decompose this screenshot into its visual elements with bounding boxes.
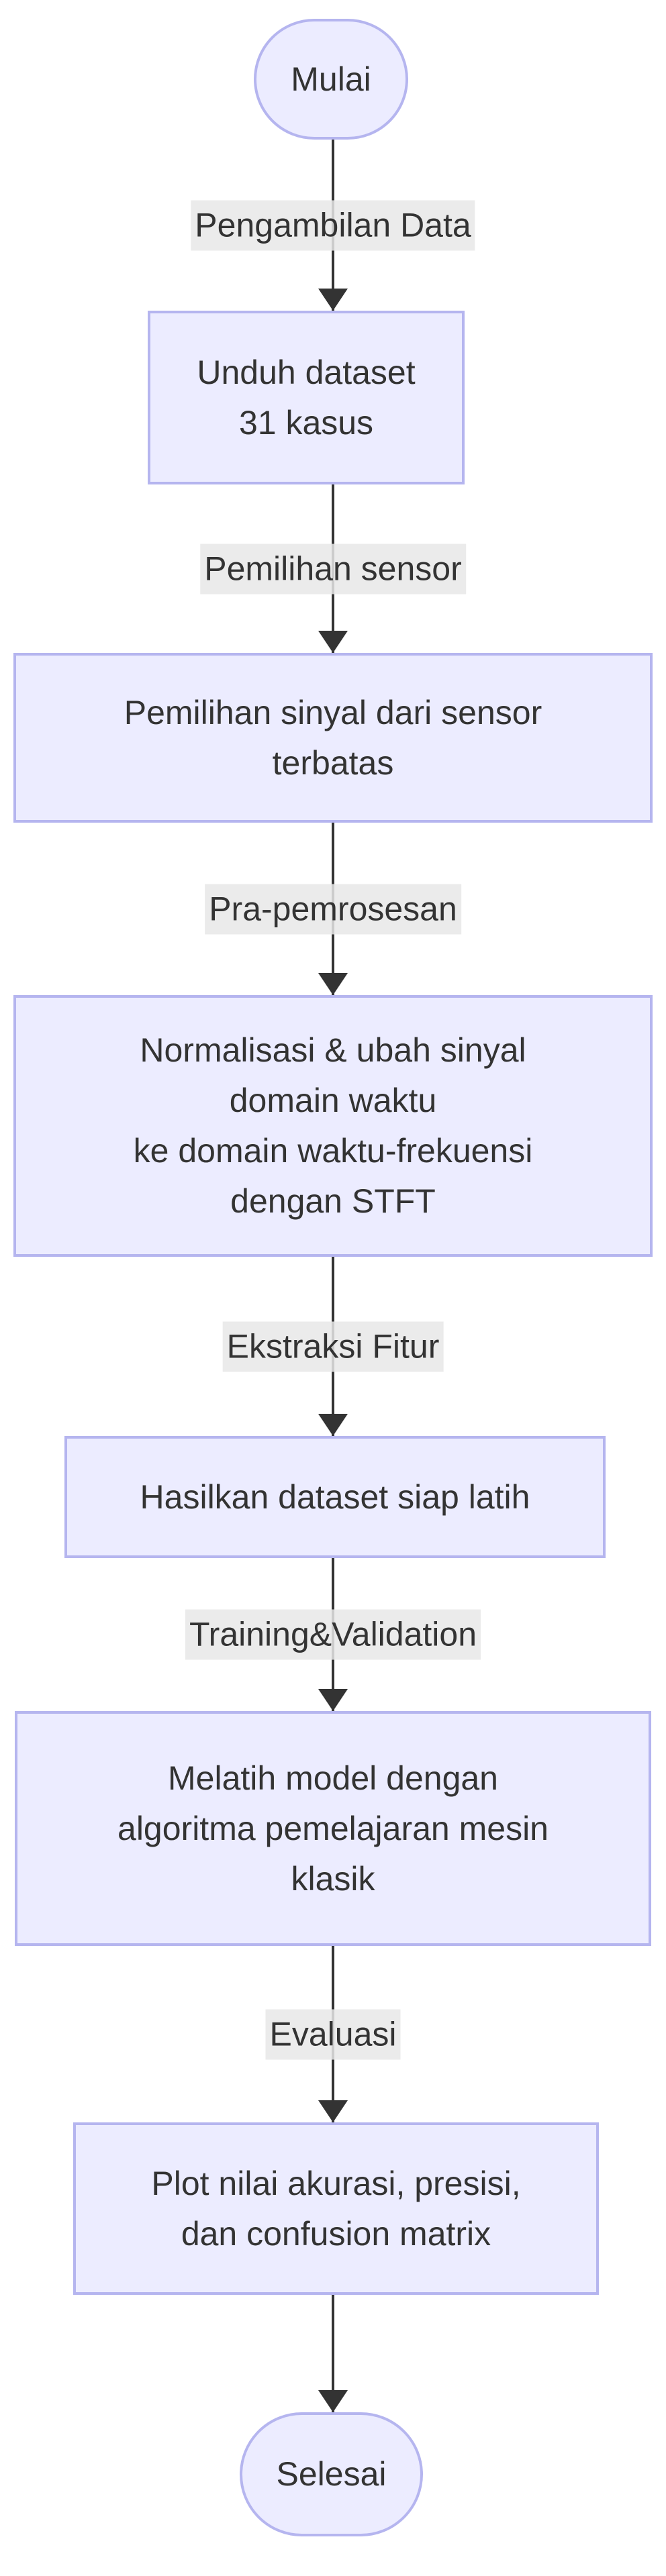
- edge-5-arrowhead-icon: [318, 1689, 348, 1711]
- edge-label-evaluasi: Evaluasi: [265, 2009, 401, 2060]
- node-text-line: Melatih model dengan: [168, 1759, 498, 1797]
- node-text-line: klasik: [291, 1859, 375, 1898]
- process-node-melatih-model: Melatih model dengan algoritma pemelajar…: [15, 1711, 651, 1946]
- node-text-line: dengan STFT: [230, 1182, 436, 1220]
- edge-3-arrowhead-icon: [318, 973, 348, 995]
- edge-label-pra-pemrosesan: Pra-pemrosesan: [205, 884, 461, 935]
- process-node-pemilihan-sinyal: Pemilihan sinyal dari sensor terbatas: [13, 653, 653, 823]
- edge-2-arrowhead-icon: [318, 631, 348, 653]
- edge-4-arrowhead-icon: [318, 1414, 348, 1436]
- node-text-line: terbatas: [272, 743, 394, 782]
- node-text-line: 31 kasus: [238, 403, 374, 442]
- node-text-line: ke domain waktu-frekuensi: [133, 1132, 533, 1170]
- node-text-line: Hasilkan dataset siap latih: [140, 1478, 530, 1516]
- edge-1-arrowhead-icon: [318, 289, 348, 311]
- node-text-line: Unduh dataset: [197, 353, 416, 391]
- node-text-line: Normalisasi & ubah sinyal: [140, 1031, 526, 1069]
- node-text-line: algoritma pemelajaran mesin: [117, 1809, 549, 1847]
- edge-label-pemilihan-sensor: Pemilihan sensor: [200, 544, 466, 595]
- edge-label-training-validation: Training&Validation: [185, 1609, 481, 1660]
- start-node: Mulai: [254, 19, 408, 140]
- process-node-hasilkan-dataset: Hasilkan dataset siap latih: [64, 1436, 606, 1558]
- node-text-line: domain waktu: [229, 1082, 437, 1119]
- start-node-label: Mulai: [291, 60, 371, 98]
- edge-6-arrowhead-icon: [318, 2100, 348, 2122]
- end-node-label: Selesai: [276, 2455, 387, 2493]
- edge-7-arrowhead-icon: [318, 2390, 348, 2412]
- process-node-unduh-dataset: Unduh dataset 31 kasus: [148, 311, 465, 484]
- process-node-normalisasi-stft: Normalisasi & ubah sinyal domain waktu k…: [13, 995, 653, 1257]
- node-text-line: Plot nilai akurasi, presisi,: [151, 2164, 521, 2202]
- node-text-line: dan confusion matrix: [181, 2214, 491, 2253]
- edge-7-line: [332, 2295, 334, 2412]
- edge-label-pengambilan-data: Pengambilan Data: [191, 200, 475, 251]
- end-node: Selesai: [240, 2412, 423, 2536]
- node-text-line: Pemilihan sinyal dari sensor: [124, 693, 542, 731]
- process-node-plot-evaluasi: Plot nilai akurasi, presisi, dan confusi…: [73, 2122, 599, 2295]
- edge-label-ekstraksi-fitur: Ekstraksi Fitur: [222, 1321, 444, 1372]
